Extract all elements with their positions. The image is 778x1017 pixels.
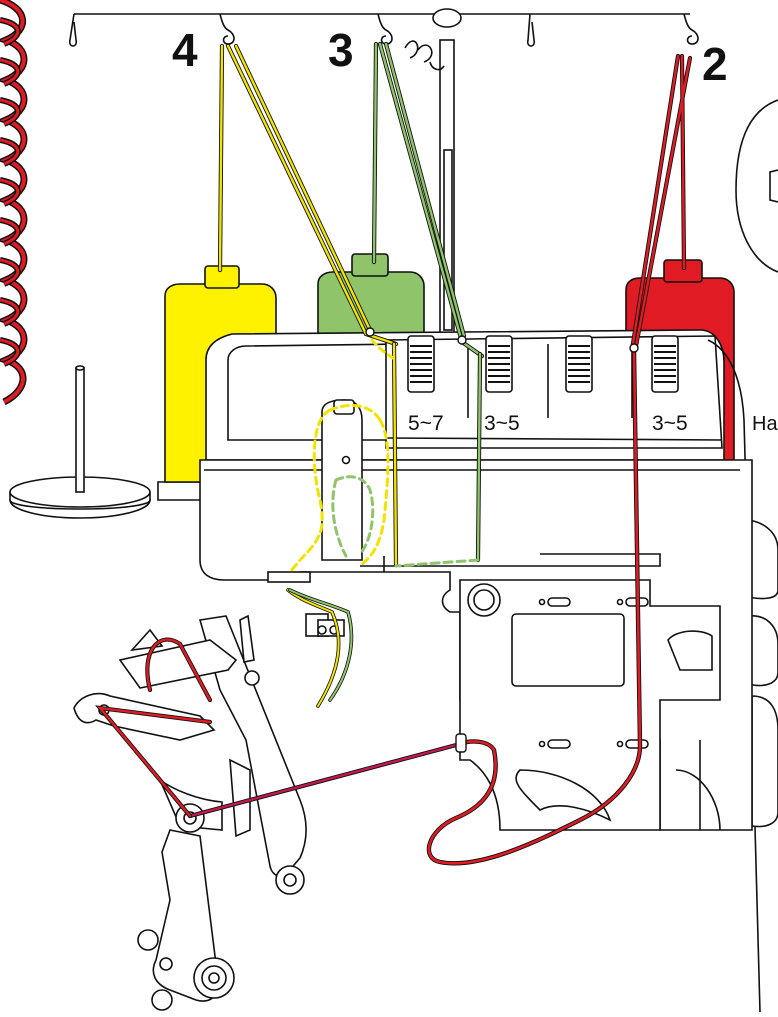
tension-dial-2-label: 3~5 — [484, 412, 520, 435]
tension-dial-1 — [408, 336, 434, 392]
tension-dial-2 — [486, 336, 512, 392]
tension-dial-3 — [566, 336, 592, 392]
tension-dial-1-label: 5~7 — [408, 412, 444, 435]
detail-callout-circle — [736, 100, 778, 272]
tension-dial-4-label: 3~5 — [652, 412, 688, 435]
chain-stitch-sample — [0, 0, 24, 402]
spare-spool-pin — [10, 366, 150, 518]
thread-number-4: 4 — [172, 24, 198, 76]
tension-dial-4 — [652, 336, 678, 392]
thread-number-2: 2 — [702, 38, 728, 90]
partial-side-label: Ha — [752, 413, 778, 435]
thread-number-3: 3 — [328, 24, 354, 76]
